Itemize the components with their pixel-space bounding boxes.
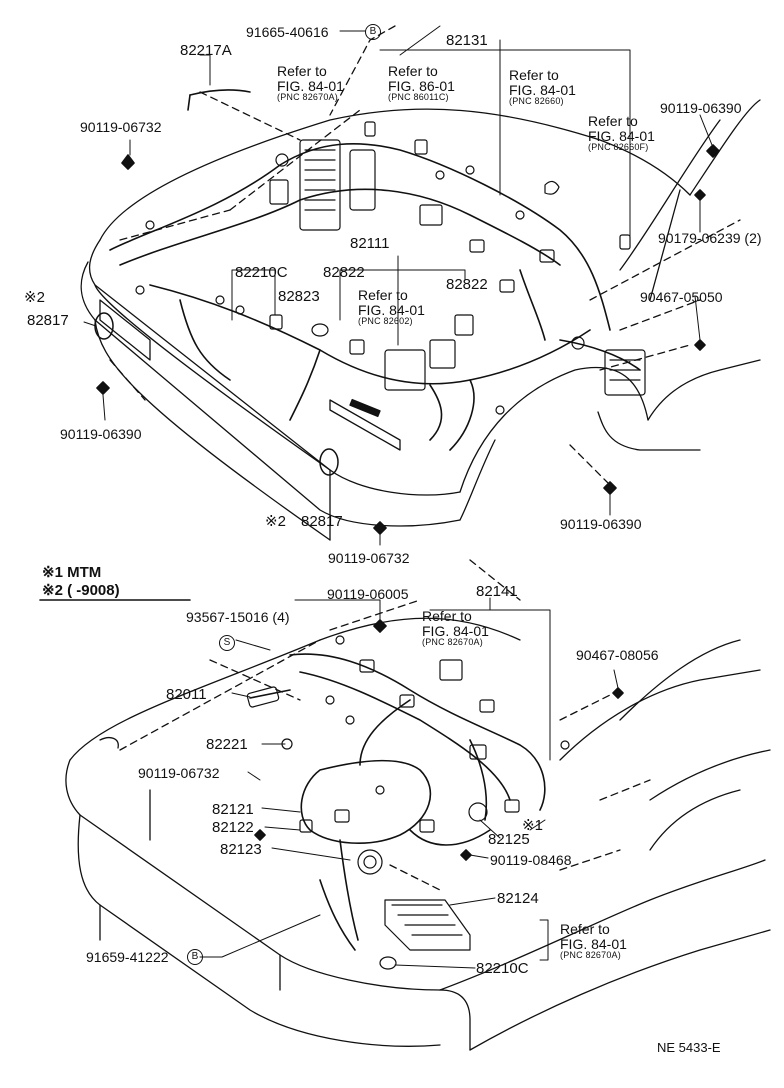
part-82121: 82121 [212,801,254,818]
part-90119-06390-bottom-right: 90119-06390 [560,516,642,532]
part-90467-05050: 90467-05050 [640,289,723,305]
part-82123: 82123 [220,841,262,858]
part-82210C-top: 82210C [235,264,288,281]
part-90119-06732-mid: 90119-06732 [328,550,410,566]
part-82817-bottom: 82817 [301,513,343,530]
part-82124: 82124 [497,890,539,907]
part-93567-15016: 93567-15016 (4) [186,609,290,625]
part-90119-06005: 90119-06005 [327,586,409,602]
part-82111: 82111 [350,235,390,252]
part-90467-08056: 90467-08056 [576,647,659,663]
part-91659-41222: 91659-41222 [86,949,169,965]
part-90119-06390-left: 90119-06390 [60,426,142,442]
legend-note-2: ※2 ( -9008) [42,582,120,599]
lower-vehicle-body [65,559,771,1051]
legend-note-1: ※1 MTM [42,564,102,581]
part-82122: 82122 [212,819,254,836]
part-82817-left: 82817 [27,312,69,329]
circle-b-marker-bottom: B [187,949,203,965]
drawing-code: NE 5433-E [657,1040,721,1055]
part-82217A: 82217A [180,42,232,59]
part-90119-06732-low: 90119-06732 [138,765,220,781]
circle-s-marker: S [219,635,235,651]
part-90119-08468: 90119-08468 [490,852,572,868]
note-mark-1: ※1 [522,817,543,834]
part-90179-06239: 90179-06239 (2) [658,230,762,246]
part-82822-b: 82822 [446,276,488,293]
part-82210C-bottom: 82210C [476,960,529,977]
part-91665-40616: 91665-40616 [246,24,329,40]
lower-leader-lines [199,597,619,969]
part-90119-06390-top-right: 90119-06390 [660,100,742,116]
lower-harness [246,619,624,970]
upper-leader-lines [83,25,713,546]
part-90119-06732-top: 90119-06732 [80,119,162,135]
part-82131: 82131 [446,32,488,49]
part-82822-a: 82822 [323,264,365,281]
part-82141: 82141 [476,583,518,600]
part-82823: 82823 [278,288,320,305]
part-82221: 82221 [206,736,248,753]
note-mark-2-bottom: ※2 [265,513,286,530]
upper-vehicle-body [80,25,761,541]
circle-b-marker-top: B [365,24,381,40]
upper-harness [94,89,720,535]
part-82011: 82011 [166,686,207,703]
part-82125: 82125 [488,831,530,848]
note-mark-2-left: ※2 [24,289,45,306]
